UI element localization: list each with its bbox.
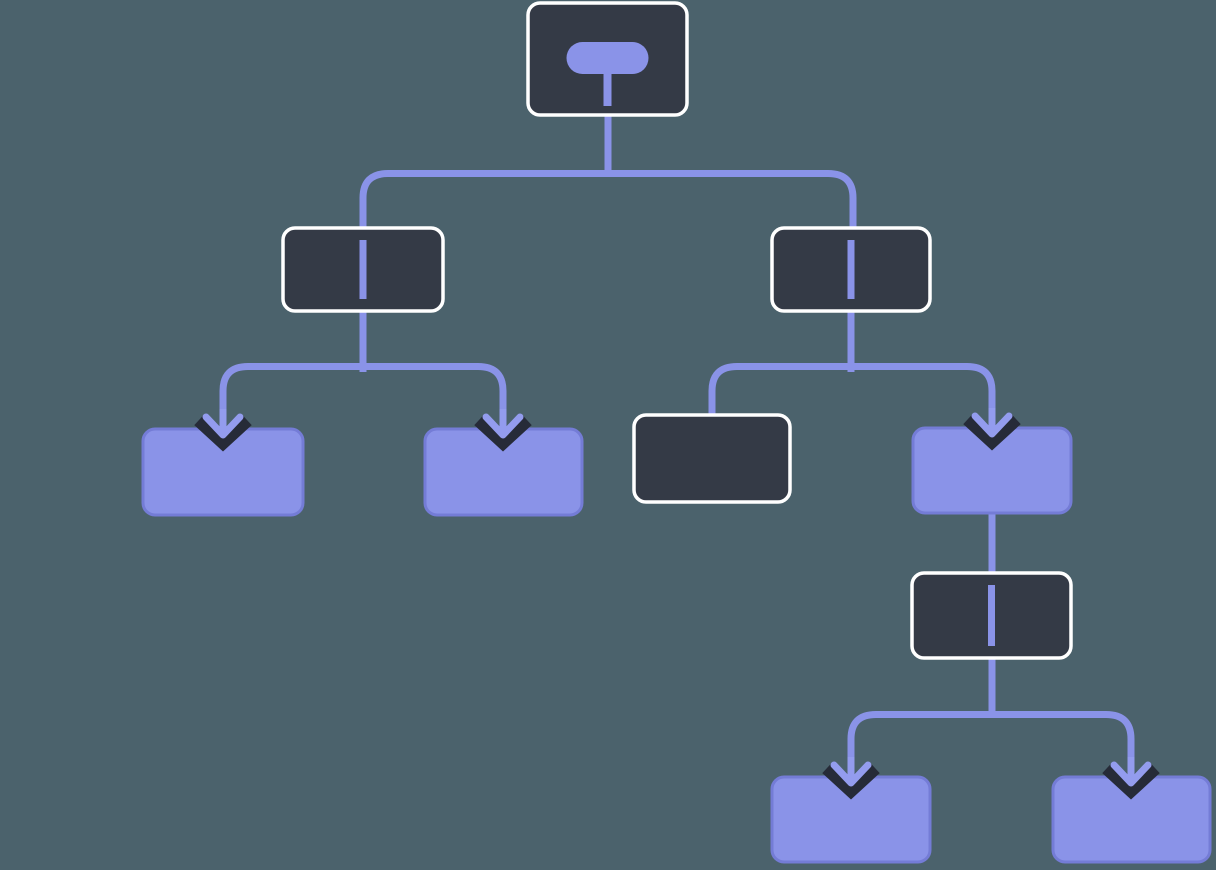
arrow-chevron <box>830 761 872 787</box>
connector-level1-rail <box>359 170 857 231</box>
node-branch-left[interactable] <box>281 226 445 313</box>
drop-arrow-icon-leaf-2 <box>474 409 532 452</box>
node-mid-dark[interactable] <box>632 413 792 504</box>
drop-arrow-icon-leaf-4 <box>1102 757 1160 800</box>
arrow-outline-chevron <box>474 414 532 452</box>
connector-right-rail <box>708 363 996 429</box>
arrow-outline-chevron <box>194 414 252 452</box>
connector-bottom-rail <box>847 711 1135 779</box>
drop-arrow-icon-leaf-1 <box>194 409 252 452</box>
arrow-chevron <box>1110 761 1152 787</box>
collapsed-children-pill-icon <box>566 42 649 74</box>
arrow-chevron <box>482 413 524 439</box>
connector-left-rail <box>219 363 507 430</box>
arrow-outline-chevron <box>822 762 880 800</box>
arrow-outline-chevron <box>1102 762 1160 800</box>
drop-arrow-icon-leaf-3 <box>822 757 880 800</box>
node-branch-right[interactable] <box>770 226 932 313</box>
arrow-chevron <box>971 412 1013 438</box>
node-root[interactable] <box>526 1 689 117</box>
dark-node-box[interactable] <box>632 413 792 504</box>
drop-arrow-icon-mid-purple <box>963 408 1021 451</box>
arrow-chevron <box>202 413 244 439</box>
arrow-outline-chevron <box>963 413 1021 451</box>
node-lower-dark[interactable] <box>910 571 1073 660</box>
